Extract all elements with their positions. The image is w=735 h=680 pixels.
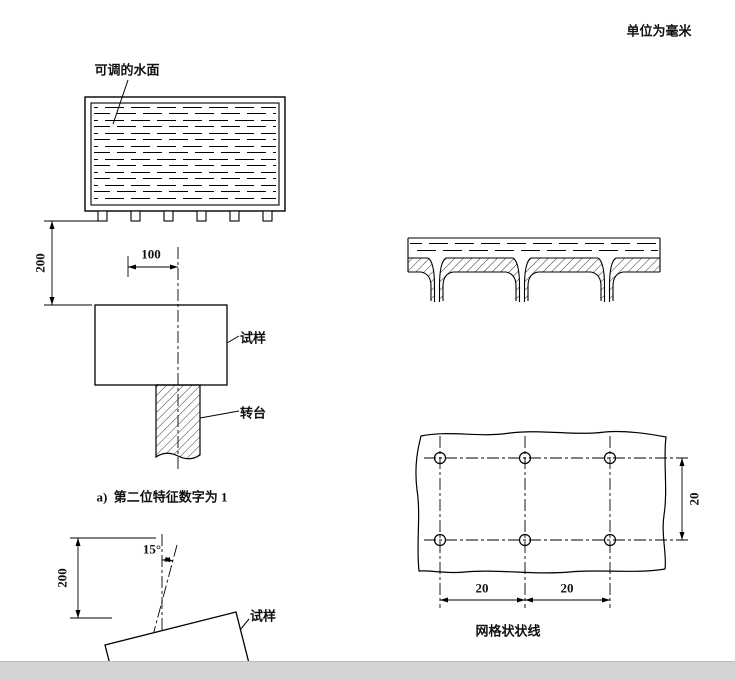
figure-b-specimen-label: 试样: [249, 608, 277, 624]
figure-b-height-dimension: 200: [54, 568, 70, 588]
grid-pattern-drawing: [415, 430, 688, 608]
grid-figure-caption: 网格状状线: [475, 623, 541, 639]
water-surface-label: 可调的水面: [94, 62, 160, 78]
figure-a-height-dimension: 200: [32, 253, 48, 273]
figure-a-width-dimension: 100: [141, 246, 161, 262]
nozzle-plate-section-drawing: [407, 237, 661, 302]
grid-col-spacing-dimension-2: 20: [560, 580, 574, 596]
units-note: 单位为毫米: [626, 23, 692, 39]
specimen-turntable-drawing: [94, 247, 240, 470]
figure-a-caption: a) 第二位特征数字为 1: [96, 489, 228, 505]
grid-row-spacing-dimension: 20: [686, 492, 702, 506]
window-bottom-bar: [0, 661, 735, 680]
figure-a-turntable-label: 转台: [239, 405, 267, 421]
figure-b-angle-dimension: 15°: [142, 541, 162, 557]
figure-a-dimensions: [44, 220, 178, 306]
tilted-specimen-drawing: [70, 534, 254, 680]
drip-box-drawing: [84, 79, 286, 222]
grid-col-spacing-dimension-1: 20: [475, 580, 489, 596]
figure-a-specimen-label: 试样: [239, 330, 267, 346]
